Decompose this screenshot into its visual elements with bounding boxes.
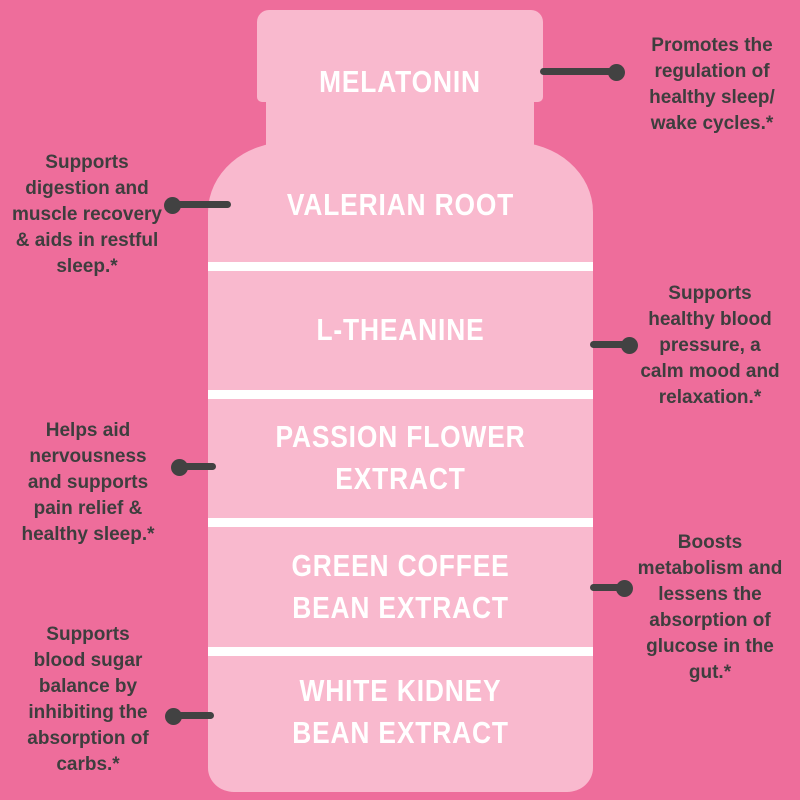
ingredient-label-melatonin: MELATONIN [319,64,481,99]
ingredient-label-white-kidney: WHITE KIDNEY BEAN EXTRACT [292,673,509,750]
connector-dot [171,459,188,476]
connector-line [540,68,616,75]
separator-line-3 [208,518,593,527]
ingredient-label-passion-flower: PASSION FLOWER EXTRACT [275,419,526,496]
ingredient-label-valerian-root: VALERIAN ROOT [286,187,515,222]
connector-line [590,584,624,591]
connector-dot [621,337,638,354]
callout-text: Helps aid nervousness and supports pain … [21,420,155,545]
connector-line [174,712,214,719]
ingredient-label-l-theanine: L-THEANINE [316,312,485,347]
bottle-body [208,142,593,792]
separator-line-4 [208,647,593,656]
callout-text: Supports blood sugar balance by inhibiti… [27,624,149,775]
connector-line [590,341,628,348]
separator-line-1 [208,262,593,271]
separator-line-2 [208,390,593,399]
connector-line [180,463,216,470]
connector-dot [164,197,181,214]
callout-text: Promotes the regulation of healthy sleep… [649,35,775,134]
ingredient-label-green-coffee: GREEN COFFEE BEAN EXTRACT [291,548,510,625]
connector-dot [165,708,182,725]
connector-dot [616,580,633,597]
callout-text: Supports healthy blood pressure, a calm … [640,283,780,408]
callout-text: Supports digestion and muscle recovery &… [12,152,162,277]
connector-dot [608,64,625,81]
connector-line [173,201,231,208]
callout-text: Boosts metabolism and lessens the absorp… [637,532,783,683]
bottle-cap [257,10,543,102]
